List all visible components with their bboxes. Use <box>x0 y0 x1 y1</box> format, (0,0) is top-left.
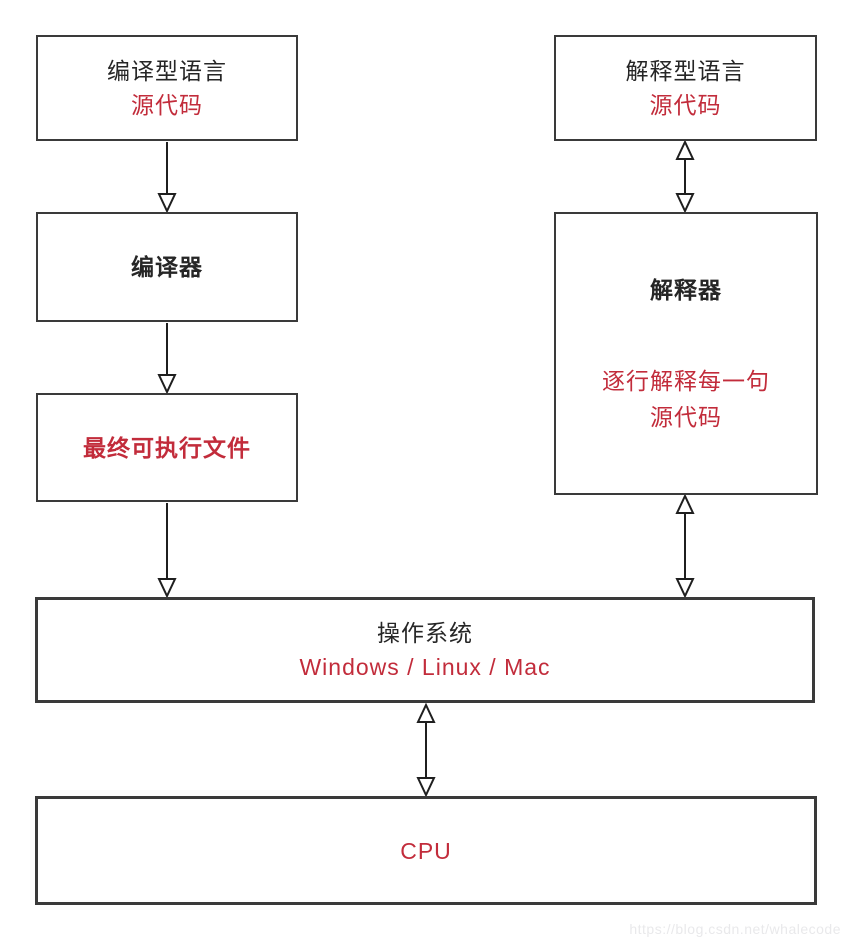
cpu-label: CPU <box>400 837 452 864</box>
operating-system-label: 操作系统 <box>377 620 473 646</box>
executable-file-label: 最终可执行文件 <box>83 434 251 461</box>
node-interpreted-source-box: 解释型语言 源代码 <box>554 35 817 141</box>
compiler-label: 编译器 <box>131 254 203 280</box>
watermark-url: https://blog.csdn.net/whalecode <box>629 921 841 937</box>
down-arrow-compiled-source-to-compiler <box>157 142 177 214</box>
node-cpu-box: CPU <box>35 796 817 905</box>
double-arrow-interpreted-source-interpreter <box>675 139 695 214</box>
interpreted-source-code-label: 源代码 <box>649 92 722 118</box>
down-arrow-compiler-to-executable <box>157 323 177 395</box>
compiled-language-label: 编译型语言 <box>107 58 227 84</box>
interpreter-description-line1: 逐行解释每一句 <box>602 367 770 394</box>
compiled-source-code-label: 源代码 <box>131 92 203 118</box>
interpreter-description: 逐行解释每一句 源代码 <box>602 363 770 435</box>
down-arrow-executable-to-os <box>157 503 177 599</box>
node-compiled-source-box: 编译型语言 源代码 <box>36 35 298 141</box>
os-examples-label: Windows / Linux / Mac <box>299 654 551 680</box>
double-arrow-interpreter-os <box>675 493 695 599</box>
node-executable-box: 最终可执行文件 <box>36 393 298 502</box>
interpreted-language-label: 解释型语言 <box>625 58 746 84</box>
node-interpreter-box: 解释器 逐行解释每一句 源代码 <box>554 212 818 495</box>
interpreter-description-line2: 源代码 <box>650 403 722 430</box>
node-operating-system-box: 操作系统 Windows / Linux / Mac <box>35 597 815 703</box>
node-compiler-box: 编译器 <box>36 212 298 322</box>
double-arrow-os-cpu <box>416 702 436 798</box>
interpreter-label: 解释器 <box>650 276 722 303</box>
